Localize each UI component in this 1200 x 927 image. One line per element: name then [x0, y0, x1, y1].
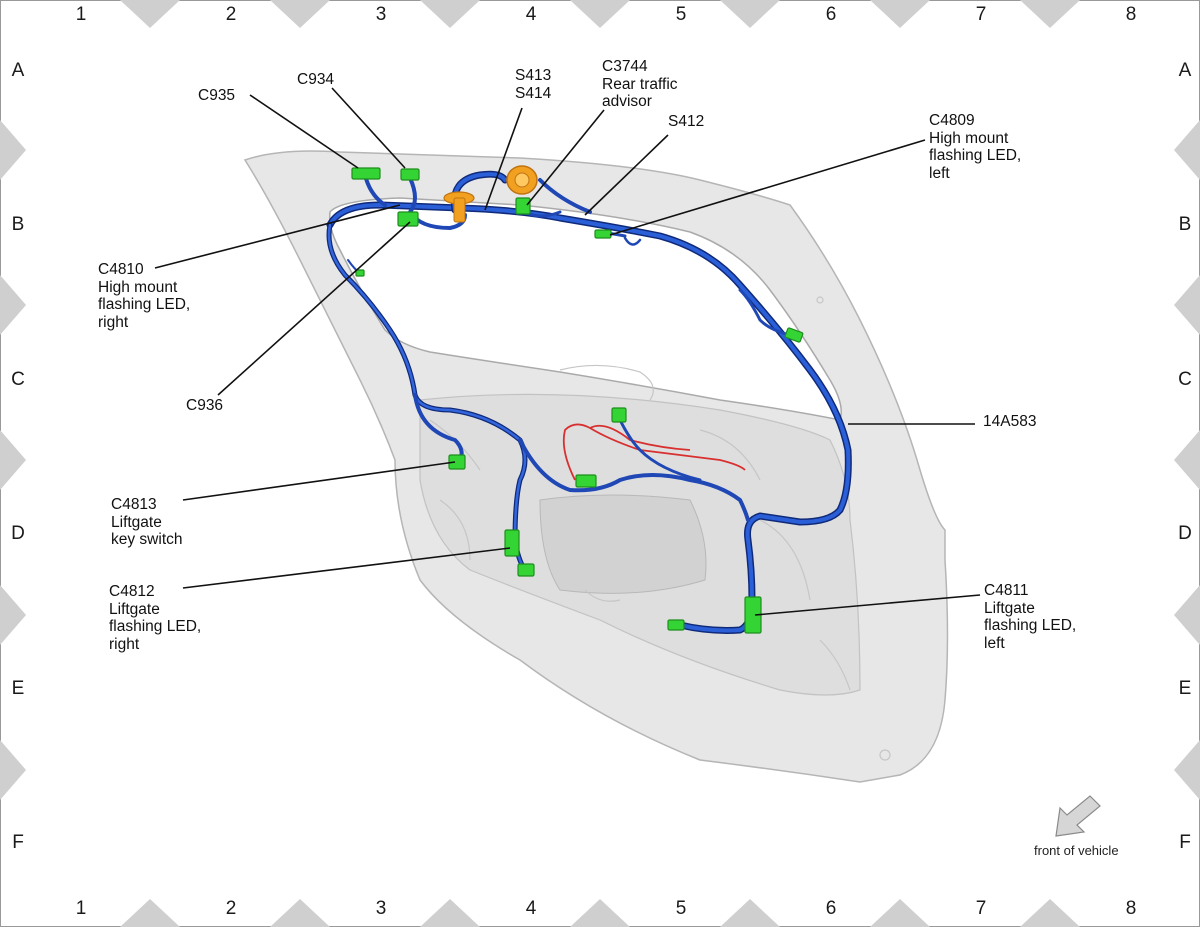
- callout-s413-line-1: S413: [515, 67, 552, 84]
- right-zone-markers: [1174, 120, 1200, 800]
- grid-col-top-4: 4: [525, 4, 537, 25]
- callout-c934-line-1: C934: [297, 71, 335, 88]
- callout-c3744-line-1: C3744: [602, 58, 648, 75]
- callout-c936-line-1: C936: [186, 397, 224, 414]
- connector-c936: [397, 211, 419, 227]
- callout-c4810: C4810 High mount flashing LED, right: [98, 261, 190, 331]
- connector-center: [575, 474, 597, 488]
- grid-col-bottom-4: 4: [525, 898, 537, 919]
- grid-row-right-f: F: [1179, 832, 1191, 853]
- connector-c4812: [504, 529, 520, 557]
- callout-c4810-line-2: High mount: [98, 278, 178, 296]
- connector-c4812-b: [517, 563, 535, 577]
- callout-c4813-line-2: Liftgate: [111, 513, 162, 531]
- callout-c4811-line-2: Liftgate: [984, 599, 1035, 617]
- callout-s412: S412: [668, 113, 704, 131]
- callout-c4809-line-1: C4809: [929, 112, 975, 129]
- grid-col-bottom-2: 2: [225, 898, 237, 919]
- callout-c4810-line-4: right: [98, 313, 129, 331]
- connector-lower: [667, 619, 685, 631]
- left-zone-markers: [0, 120, 26, 800]
- grid-col-bottom-1: 1: [75, 898, 87, 919]
- connector-side: [784, 327, 804, 343]
- callout-c935-line-1: C935: [198, 87, 236, 104]
- callout-c4812-line-3: flashing LED,: [109, 618, 202, 635]
- callout-c4813: C4813 Liftgate key switch: [111, 496, 183, 549]
- grid-col-bottom-7: 7: [975, 898, 987, 919]
- callout-c4812-line-1: C4812: [109, 583, 155, 600]
- grid-row-right-c: C: [1178, 369, 1192, 390]
- grid-row-right-a: A: [1178, 60, 1192, 81]
- top-zone-markers: [120, 0, 1080, 28]
- callout-c4810-line-3: flashing LED,: [98, 296, 191, 313]
- callout-c4810-line-1: C4810: [98, 261, 144, 278]
- grid-row-left-d: D: [11, 523, 25, 544]
- callout-c4811: C4811 Liftgate flashing LED, left: [984, 582, 1076, 652]
- callout-c4809-line-3: flashing LED,: [929, 147, 1022, 164]
- grid-row-right-d: D: [1178, 523, 1192, 544]
- connectors: [351, 167, 804, 634]
- callout-c4809-line-2: High mount: [929, 129, 1009, 147]
- grommets: [443, 165, 538, 223]
- callout-c3744-line-2: Rear traffic: [602, 75, 678, 93]
- grid-col-bottom-6: 6: [825, 898, 837, 919]
- callout-s413-line-2: S414: [515, 84, 552, 102]
- grid-col-bottom-5: 5: [675, 898, 687, 919]
- grid-col-top-3: 3: [375, 4, 387, 25]
- callout-c4809: C4809 High mount flashing LED, left: [929, 112, 1021, 182]
- grid-col-top-5: 5: [675, 4, 687, 25]
- callout-c4813-line-3: key switch: [111, 531, 183, 548]
- leader-lines: [154, 87, 981, 616]
- grid-col-top-8: 8: [1125, 4, 1137, 25]
- grid-row-left-e: E: [11, 678, 25, 699]
- license-recess: [539, 494, 707, 594]
- callout-c3744-line-3: advisor: [602, 93, 652, 110]
- connector-upper-center: [611, 407, 627, 423]
- front-of-vehicle-label: front of vehicle: [1034, 843, 1119, 858]
- grid-col-bottom-3: 3: [375, 898, 387, 919]
- grid-row-left-c: C: [11, 369, 25, 390]
- connector-c935: [351, 167, 381, 180]
- callout-c4813-line-1: C4813: [111, 496, 157, 513]
- callout-s412-line-1: S412: [668, 113, 705, 130]
- grid-col-bottom-8: 8: [1125, 898, 1137, 919]
- grid-row-left-a: A: [11, 60, 25, 81]
- grid-col-top-2: 2: [225, 4, 237, 25]
- grid-row-right-e: E: [1178, 678, 1192, 699]
- callout-c935: C935: [198, 87, 235, 105]
- callout-c934: C934: [297, 71, 334, 89]
- connector-c3744: [515, 197, 531, 215]
- grid-col-top-7: 7: [975, 4, 987, 25]
- connector-c934: [400, 168, 420, 181]
- callout-s413-s414: S413 S414: [515, 67, 551, 102]
- callout-c4811-line-4: left: [984, 634, 1005, 652]
- grid-row-right-b: B: [1178, 214, 1192, 235]
- grid-col-top-6: 6: [825, 4, 837, 25]
- connector-c4809: [594, 229, 612, 239]
- grid-col-top-1: 1: [75, 4, 87, 25]
- callout-c4812-line-2: Liftgate: [109, 600, 160, 618]
- connector-c4813: [448, 454, 466, 470]
- callout-c3744: C3744 Rear traffic advisor: [602, 58, 678, 111]
- callout-c4811-line-3: flashing LED,: [984, 617, 1077, 634]
- callout-14a583: 14A583: [983, 413, 1036, 431]
- connector-small: [355, 269, 365, 277]
- bottom-zone-markers: [120, 899, 1080, 927]
- front-arrow-icon: [1055, 795, 1101, 837]
- callout-c4809-line-4: left: [929, 164, 950, 182]
- callout-c4812: C4812 Liftgate flashing LED, right: [109, 583, 201, 653]
- grid-row-left-b: B: [11, 214, 25, 235]
- callout-c4811-line-1: C4811: [984, 582, 1029, 599]
- callout-14a583-line-1: 14A583: [983, 413, 1037, 430]
- callout-c936: C936: [186, 397, 223, 415]
- grid-row-left-f: F: [12, 832, 24, 853]
- callout-c4812-line-4: right: [109, 635, 140, 653]
